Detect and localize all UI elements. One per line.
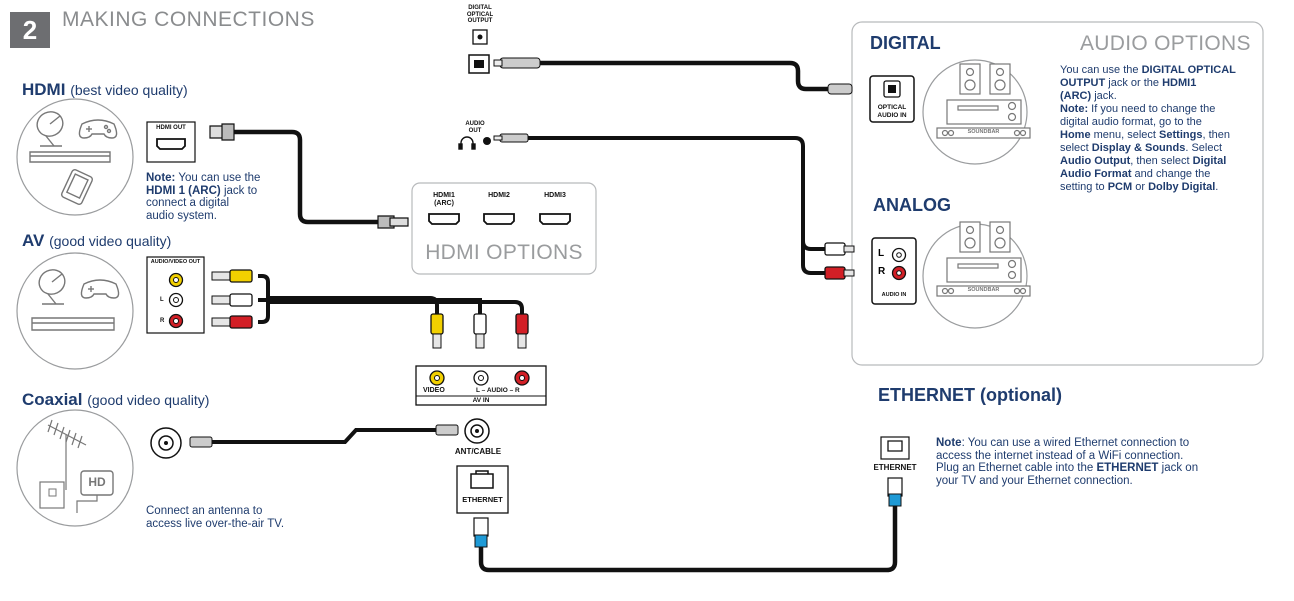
digital-optical-output-label: DIGITAL OPTICAL OUTPUT	[466, 5, 494, 24]
coax-plug-left	[189, 436, 213, 448]
satellite-dish-icon	[36, 111, 64, 147]
analog-heading: ANALOG	[873, 195, 951, 215]
hdmi-options-title: HDMI OPTIONS	[425, 241, 583, 264]
ethernet-plug-right	[887, 477, 903, 507]
digital-heading: DIGITAL	[870, 33, 941, 53]
audio-options-text: You can use the DIGITAL OPTICAL OUTPUT j…	[1060, 64, 1236, 193]
analog-audio-in-label: AUDIO IN	[881, 292, 907, 298]
hdmi2-label: HDMI2	[488, 192, 510, 199]
hdmi-devices-circle	[16, 98, 134, 216]
av-rca-cables	[258, 274, 524, 324]
analog-cable	[528, 136, 825, 251]
satellite-dish-icon	[38, 269, 66, 305]
av-jack-r-label: R	[160, 318, 165, 324]
ethernet-tv-port	[456, 465, 509, 514]
ethernet-port-icon	[880, 436, 910, 460]
av-in-video-label: VIDEO	[423, 387, 445, 394]
hd-label: HD	[88, 475, 106, 489]
optical-cable	[540, 60, 828, 92]
av-heading: AV (good video quality)	[22, 231, 172, 250]
soundbar-label-digital: SOUNDBAR	[967, 129, 1000, 135]
optical-audio-in-port	[869, 75, 915, 123]
coax-plug-right	[435, 424, 459, 436]
antenna-icon	[47, 419, 87, 490]
optical-audio-in-label: OPTICAL AUDIO IN	[877, 104, 907, 119]
game-controller-icon	[78, 119, 118, 139]
hdmi-out-label: HDMI OUT	[156, 125, 186, 131]
hdmi-cable	[230, 129, 378, 225]
coaxial-caption: Connect an antenna to access live over-t…	[146, 505, 285, 530]
audio-out-port	[483, 137, 491, 145]
ethernet-note: Note: You can use a wired Ethernet conne…	[936, 437, 1199, 487]
analog-r-label: R	[878, 266, 886, 277]
optical-plug-right	[827, 83, 853, 95]
set-top-box-icon	[31, 317, 115, 331]
ant-cable-label: ANT/CABLE	[454, 447, 502, 456]
audio-jack-plug	[493, 133, 529, 143]
speaker-icon	[959, 221, 1011, 253]
ethernet-heading: ETHERNET (optional)	[878, 385, 1062, 405]
hdmi1-arc-label: HDMI1 (ARC)	[433, 192, 455, 207]
hdmi-heading: HDMI (best video quality)	[22, 80, 188, 99]
receiver-icon	[936, 99, 1031, 139]
digital-soundbar-circle	[922, 59, 1028, 165]
av-out-label: AUDIO/VIDEO OUT	[150, 259, 201, 265]
game-controller-icon	[80, 279, 120, 299]
av-jack-l-label: L	[160, 297, 164, 303]
audio-out-label: AUDIO OUT	[465, 121, 485, 134]
step-number: 2	[10, 12, 50, 48]
hdmi3-label: HDMI3	[544, 192, 566, 199]
av-devices-circle	[16, 252, 134, 370]
audio-options-panel	[851, 21, 1264, 366]
av-in-label: AV IN	[472, 397, 490, 404]
rca-plugs-av-in	[430, 313, 529, 349]
ethernet-cable	[478, 500, 898, 573]
rca-plugs-analog	[824, 242, 855, 280]
receiver-icon	[936, 257, 1031, 297]
coaxial-heading: Coaxial (good video quality)	[22, 390, 210, 409]
hdmi-plug-right	[377, 215, 409, 229]
av-in-audio-label: L – AUDIO – R	[476, 387, 520, 394]
audio-options-title: AUDIO OPTIONS	[1080, 32, 1251, 55]
ethernet-plug-left	[473, 517, 489, 548]
ethernet-tv-label: ETHERNET	[462, 495, 503, 504]
tablet-icon	[60, 169, 94, 205]
hdmi-options-panel	[411, 182, 597, 275]
analog-l-label: L	[878, 248, 885, 259]
hdmi-plug-left	[209, 123, 235, 141]
rca-plugs-left	[211, 269, 253, 329]
ethernet-port-label: ETHERNET	[873, 463, 917, 472]
speaker-icon	[959, 63, 1011, 95]
soundbar-label-analog: SOUNDBAR	[967, 287, 1000, 293]
coax-cable	[212, 428, 436, 444]
antenna-circle	[16, 409, 134, 527]
page-title: MAKING CONNECTIONS	[62, 8, 315, 31]
headphone-icon	[458, 136, 476, 150]
hdmi-note: Note: You can use the HDMI 1 (ARC) jack …	[146, 172, 261, 222]
optical-plug-left	[493, 57, 541, 69]
set-top-box-icon	[29, 151, 111, 163]
